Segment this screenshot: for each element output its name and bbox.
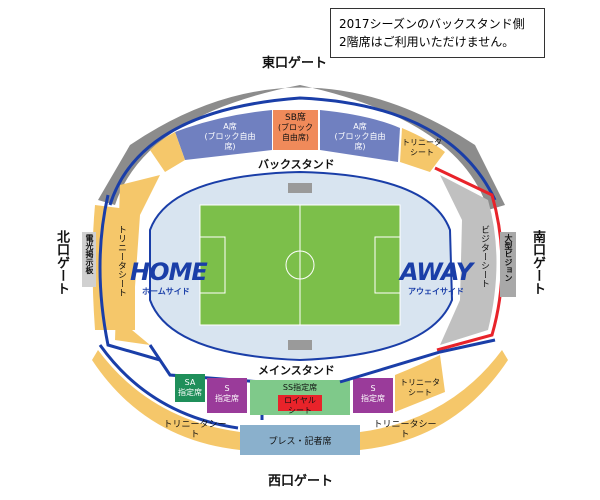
scoreboard-label-south: 大型ビジョン <box>504 234 513 282</box>
penalty-area-right <box>374 236 401 294</box>
press-seat-block <box>240 425 360 455</box>
trinita-main-label: トリニータシート <box>400 378 440 397</box>
trinita-seat-main <box>395 355 445 412</box>
a-seat-right-label: A席(ブロック自由席) <box>334 122 386 151</box>
home-boundary-lower <box>98 344 239 430</box>
trinita-seat-lower-left <box>92 350 240 450</box>
sb-seat-block <box>273 110 318 150</box>
north-gate-label: 北口ゲート <box>54 230 69 295</box>
notice-line-1: 2017シーズンのバックスタンド側 <box>339 17 525 31</box>
a-seat-block-left <box>175 110 272 160</box>
ss-seat-label: SS指定席 <box>282 383 318 392</box>
sa-seat-block <box>175 374 205 402</box>
trinita-north-label: トリニータシート <box>116 225 126 297</box>
scoreboard-label-north: 電光掲示板 <box>85 234 94 274</box>
closed-seat-notice: 2017シーズンのバックスタンド側 2階席はご利用いただけません。 <box>330 8 545 58</box>
scoreboard-north <box>82 232 96 287</box>
track-marker-top <box>288 183 312 193</box>
sb-seat-label: SB席(ブロック自由席) <box>277 113 314 142</box>
back-stand-label: バックスタンド <box>258 158 335 171</box>
home-label: HOME <box>130 258 208 286</box>
main-stand-label: メインスタンド <box>258 364 335 377</box>
trinita-lower-left-label: トリニータシート <box>163 420 227 440</box>
east-gate-label: 東口ゲート <box>262 56 328 71</box>
visitor-seat-label: ビジターシート <box>479 225 489 288</box>
trinita-lower-right-label: トリニータシート <box>373 420 437 440</box>
notice-line-2: 2階席はご利用いただけません。 <box>339 35 515 49</box>
royal-seat-block <box>278 395 322 411</box>
visitor-seat <box>440 175 497 345</box>
away-label: AWAY <box>400 258 473 286</box>
scoreboard-south <box>500 232 516 297</box>
trinita-seat-back-left-corner <box>150 132 185 172</box>
trinita-back-label: トリニータシート <box>402 138 442 157</box>
north-inner-yellow <box>115 175 160 345</box>
press-seat-label: プレス・記者席 <box>268 437 332 447</box>
home-boundary-main-right <box>339 338 496 384</box>
away-sub-label: アウェイサイド <box>408 287 464 296</box>
center-circle <box>285 250 315 280</box>
home-sub-label: ホームサイド <box>142 287 190 296</box>
trinita-seat-lower-right <box>360 350 508 450</box>
a-seat-left-label: A席(ブロック自由席) <box>204 122 256 151</box>
s-seat-block-left <box>207 378 247 413</box>
s-seat-block-right <box>353 378 393 413</box>
home-boundary-north <box>98 194 161 362</box>
track-marker-bottom <box>288 340 312 350</box>
west-gate-label: 西口ゲート <box>268 474 334 489</box>
south-gate-label: 南口ゲート <box>530 230 545 295</box>
home-boundary-top <box>108 96 497 206</box>
penalty-area-left <box>199 236 226 294</box>
a-seat-block-right <box>320 110 400 162</box>
trinita-seat-back <box>400 128 445 172</box>
royal-seat-label: ロイヤルシート <box>284 396 316 415</box>
